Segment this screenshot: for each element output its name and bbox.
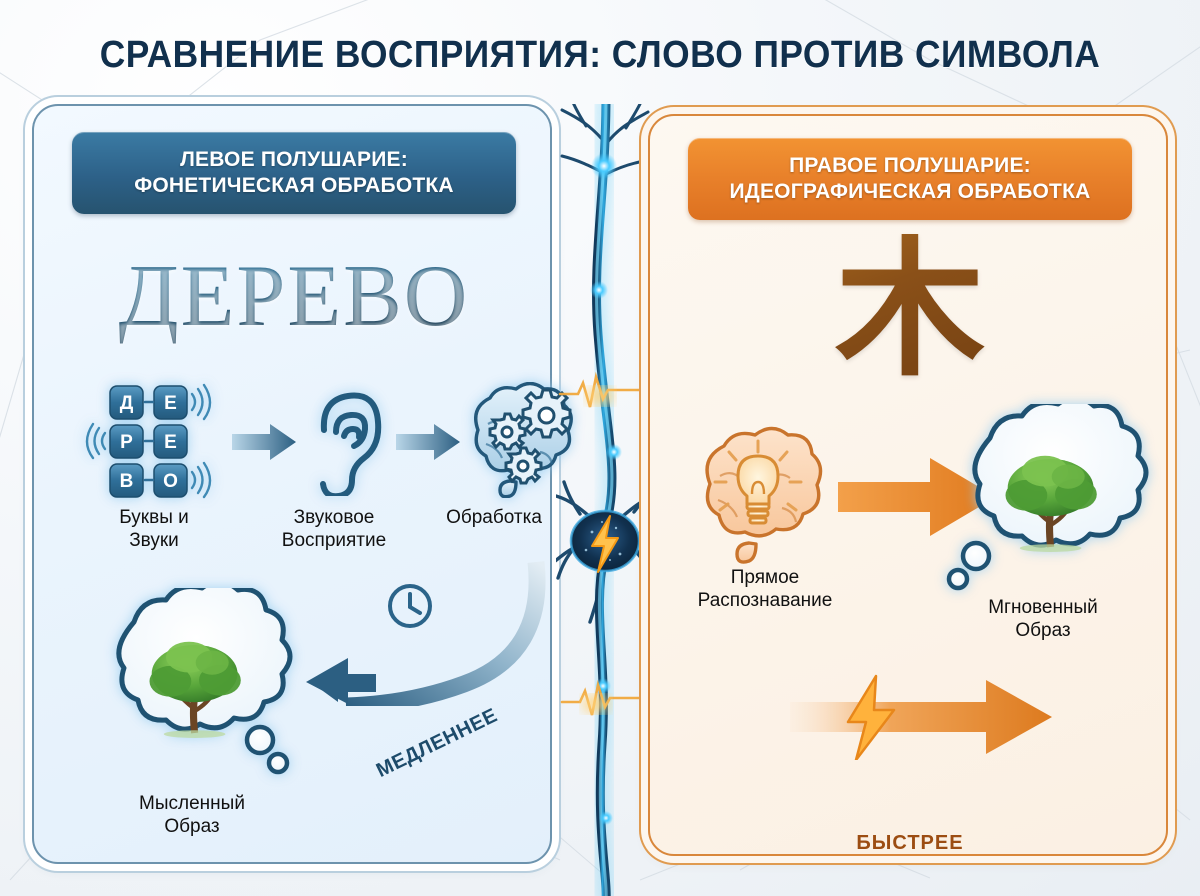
brain-gears-icon [474,382,573,498]
svg-text:Р: Р [120,432,133,453]
left-step-label-2: Звуковое Восприятие [281,507,387,552]
left-header-line-1: ЛЕВОЕ ПОЛУШАРИЕ: [180,148,408,172]
arrow-left-icon [312,664,376,702]
left-result-label: Мысленный Образ [139,793,245,838]
synapse-node-icon [590,153,622,825]
left-big-word: ДЕРЕВО [34,246,554,347]
thought-bubble-tree-icon-right [946,404,1149,591]
faster-arrow-label: БЫСТРЕЕ [856,832,964,854]
svg-text:Е: Е [164,432,177,453]
neuron-icon [556,104,652,896]
svg-text:О: О [163,471,178,492]
left-hemisphere-panel: ЛЕВОЕ ПОЛУШАРИЕ: ФОНЕТИЧЕСКАЯ ОБРАБОТКА … [32,104,573,864]
right-step-label-2: Мгновенный Образ [988,597,1098,642]
svg-text:В: В [120,471,134,492]
letter-tiles-icon: Д Е Р Е В О [85,383,212,499]
clock-icon [388,584,432,628]
lightning-bolt-icon [591,515,619,573]
left-header-line-2: ФОНЕТИЧЕСКАЯ ОБРАБОТКА [134,174,454,197]
thought-bubble-tree-icon [116,588,293,775]
slower-arrow-label: МЕДЛЕННЕЕ [372,704,501,782]
right-big-glyph: 木 [650,234,1170,384]
arrow-faster-icon [790,674,1052,760]
right-header-line-1: ПРАВОЕ ПОЛУШАРИЕ: [789,154,1031,178]
page-title: СРАВНЕНИЕ ВОСПРИЯТИЯ: СЛОВО ПРОТИВ СИМВО… [99,34,1101,76]
svg-text:Д: Д [120,393,134,414]
right-panel-header: ПРАВОЕ ПОЛУШАРИЕ: ИДЕОГРАФИЧЕСКАЯ ОБРАБО… [688,138,1132,220]
left-step-label-1: Буквы и Звуки [119,507,189,552]
right-hemisphere-panel: ПРАВОЕ ПОЛУШАРИЕ: ИДЕОГРАФИЧЕСКАЯ ОБРАБО… [648,114,1168,856]
ear-icon [320,392,382,496]
arrow-right-orange-icon [838,458,996,536]
right-header-line-2: ИДЕОГРАФИЧЕСКАЯ ОБРАБОТКА [729,180,1091,203]
arrow-right-icon-2 [396,424,460,460]
right-step-label-1: Прямое Распознавание [697,567,833,612]
left-panel-header: ЛЕВОЕ ПОЛУШАРИЕ: ФОНЕТИЧЕСКАЯ ОБРАБОТКА [72,132,516,214]
brain-lightbulb-icon [705,426,823,564]
left-step-label-3: Обработка [446,507,542,528]
svg-text:Е: Е [164,393,177,414]
lightning-bolt-icon [846,674,896,760]
arrow-right-icon-1 [232,424,296,460]
